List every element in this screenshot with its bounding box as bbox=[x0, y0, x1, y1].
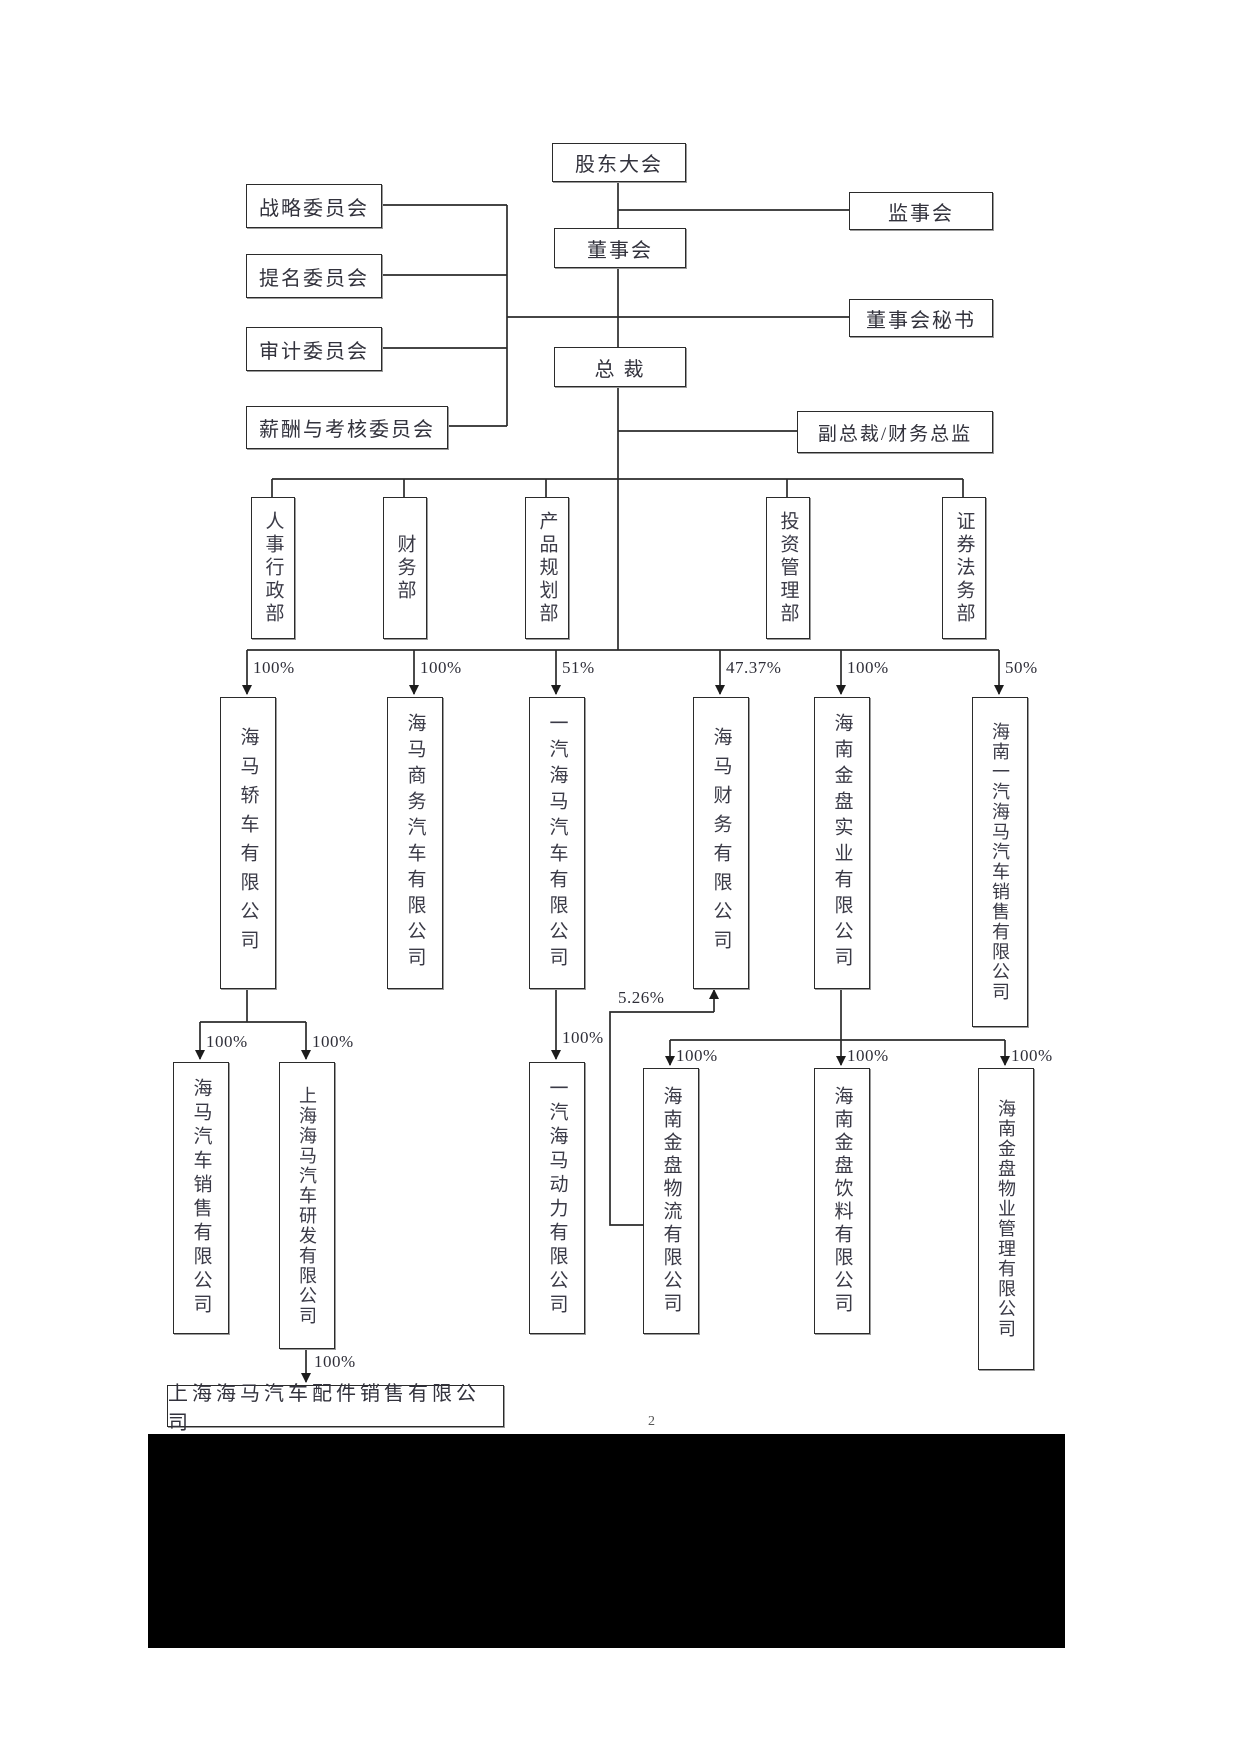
org-box-jinpan-logistics: 海南金盘物流有限公司 bbox=[643, 1068, 699, 1334]
org-box-hainan-faw-haima-sales: 海南一汽海马汽车销售有限公司 bbox=[972, 697, 1028, 1027]
ownership-label-faw-haima-sales: 50% bbox=[1005, 658, 1038, 677]
ownership-label-haima-commercial: 100% bbox=[420, 658, 462, 677]
org-box-strategy-committee: 战略委员会 bbox=[246, 184, 382, 228]
org-box-haima-finance: 海马财务有限公司 bbox=[693, 697, 749, 989]
ownership-label-parts-sales: 100% bbox=[314, 1352, 356, 1371]
org-box-shanghai-haima-rnd: 上海海马汽车研发有限公司 bbox=[279, 1062, 335, 1349]
ownership-label-jinpan-logistics: 100% bbox=[676, 1046, 718, 1065]
org-box-supervisory-board: 监事会 bbox=[849, 192, 993, 230]
org-box-dept-securities-legal: 证券法务部 bbox=[942, 497, 986, 639]
org-box-shanghai-haima-parts-sales: 上海海马汽车配件销售有限公司 bbox=[167, 1383, 504, 1434]
ownership-label-haima-finance: 47.37% bbox=[726, 658, 782, 677]
org-box-nomination-committee: 提名委员会 bbox=[246, 254, 382, 298]
ownership-label-faw-haima: 51% bbox=[562, 658, 595, 677]
org-box-haima-sedan: 海马轿车有限公司 bbox=[220, 697, 276, 989]
org-box-remuneration-committee: 薪酬与考核委员会 bbox=[246, 406, 448, 449]
redaction-block bbox=[148, 1434, 1065, 1648]
org-box-haima-commercial-vehicle: 海马商务汽车有限公司 bbox=[387, 697, 443, 989]
org-box-dept-hr-admin: 人事行政部 bbox=[251, 497, 295, 639]
org-box-board-of-directors: 董事会 bbox=[554, 228, 686, 268]
ownership-label-jinpan-property: 100% bbox=[1011, 1046, 1053, 1065]
ownership-label-haima-sedan: 100% bbox=[253, 658, 295, 677]
org-box-dept-finance: 财务部 bbox=[383, 497, 427, 639]
ownership-label-jinpan-industry: 100% bbox=[847, 658, 889, 677]
org-box-faw-haima-auto: 一汽海马汽车有限公司 bbox=[529, 697, 585, 989]
org-box-hainan-jinpan-industry: 海南金盘实业有限公司 bbox=[814, 697, 870, 989]
org-box-audit-committee: 审计委员会 bbox=[246, 327, 382, 371]
org-box-haima-auto-sales: 海马汽车销售有限公司 bbox=[173, 1062, 229, 1334]
org-box-jinpan-property-mgmt: 海南金盘物业管理有限公司 bbox=[978, 1068, 1034, 1370]
org-box-faw-haima-power: 一汽海马动力有限公司 bbox=[529, 1062, 585, 1334]
ownership-label-shanghai-haima-rnd: 100% bbox=[312, 1032, 354, 1051]
ownership-label-faw-haima-power: 100% bbox=[562, 1028, 604, 1047]
org-box-dept-investment-mgmt: 投资管理部 bbox=[766, 497, 810, 639]
org-box-vp-cfo: 副总裁/财务总监 bbox=[797, 411, 993, 453]
org-box-shareholders-meeting: 股东大会 bbox=[552, 143, 686, 182]
ownership-label-jinpan-beverage: 100% bbox=[847, 1046, 889, 1065]
org-box-president: 总 裁 bbox=[554, 347, 686, 387]
ownership-label-cross-shareholding: 5.26% bbox=[618, 988, 665, 1007]
org-box-board-secretary: 董事会秘书 bbox=[849, 299, 993, 337]
ownership-label-haima-auto-sales: 100% bbox=[206, 1032, 248, 1051]
org-box-dept-product-planning: 产品规划部 bbox=[525, 497, 569, 639]
org-box-jinpan-beverage: 海南金盘饮料有限公司 bbox=[814, 1068, 870, 1334]
page-number: 2 bbox=[648, 1414, 655, 1429]
